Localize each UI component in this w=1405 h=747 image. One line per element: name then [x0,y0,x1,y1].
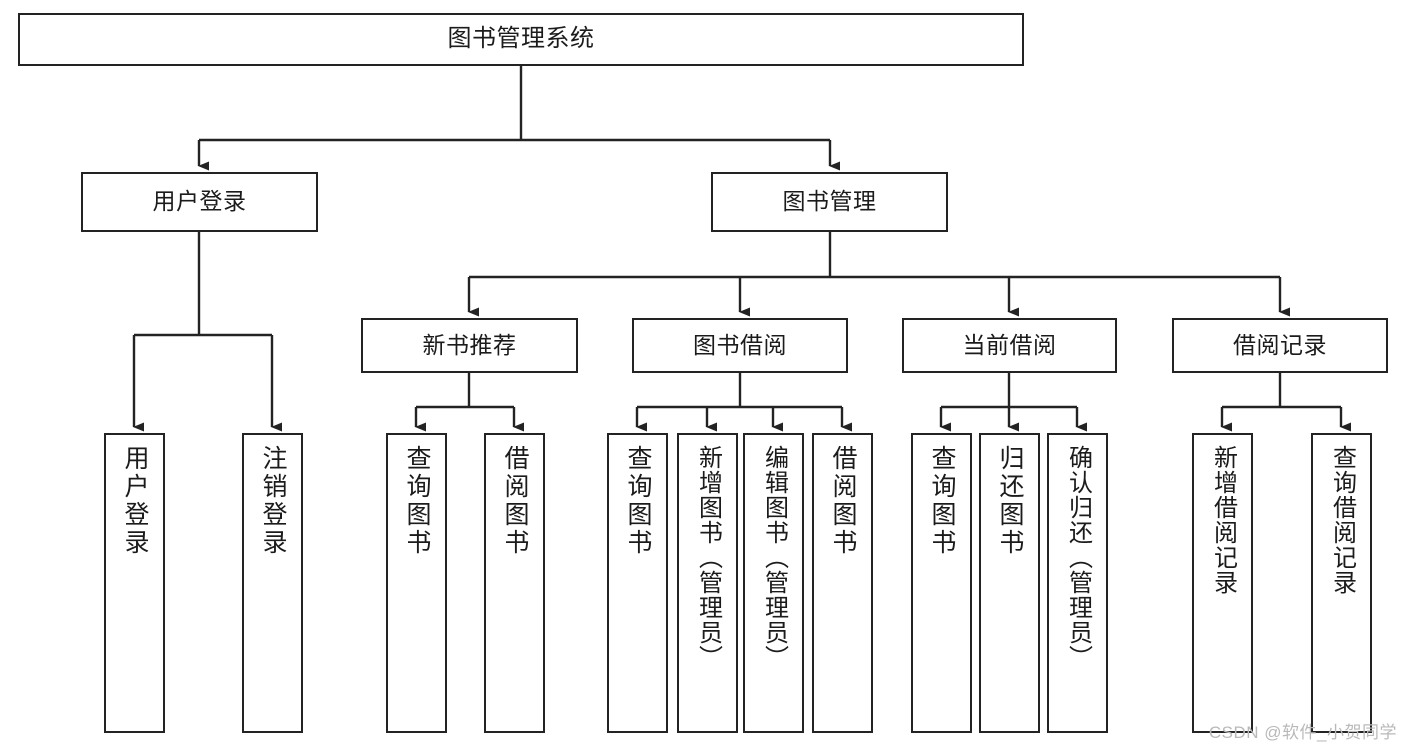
node-leaf-add-book-admin[interactable]: 新增图书（管理员） [677,433,738,733]
node-label: 借阅记录 [1233,331,1327,358]
node-label: 查询图书 [403,445,431,557]
node-borrowing-record[interactable]: 借阅记录 [1172,318,1388,373]
node-leaf-query-book-newbook[interactable]: 查询图书 [386,433,447,733]
node-label: 归还图书 [996,445,1024,557]
node-leaf-query-book-current[interactable]: 查询图书 [911,433,972,733]
node-label: 借阅图书 [829,445,857,557]
node-label: 借阅图书 [501,445,529,557]
node-book-management[interactable]: 图书管理 [711,172,948,232]
node-leaf-return-book[interactable]: 归还图书 [979,433,1040,733]
node-leaf-borrow-book[interactable]: 借阅图书 [812,433,873,733]
node-new-book-recommendation[interactable]: 新书推荐 [361,318,578,373]
node-user-login[interactable]: 用户登录 [81,172,318,232]
node-label: 用户登录 [152,188,247,215]
node-leaf-query-book-borrow[interactable]: 查询图书 [607,433,668,733]
node-label: 注销登录 [259,445,287,557]
node-label: 图书借阅 [693,331,787,358]
node-label: 查询借阅记录 [1328,445,1356,595]
node-current-borrowing[interactable]: 当前借阅 [902,318,1117,373]
node-label: 新增图书（管理员） [694,445,722,670]
node-leaf-user-login[interactable]: 用户登录 [104,433,165,733]
node-label: 确认归还（管理员） [1064,445,1092,670]
node-root-book-management-system[interactable]: 图书管理系统 [18,13,1024,66]
node-label: 查询图书 [928,445,956,557]
node-leaf-confirm-return-admin[interactable]: 确认归还（管理员） [1047,433,1108,733]
node-label: 图书管理系统 [447,25,595,53]
node-leaf-edit-book-admin[interactable]: 编辑图书（管理员） [743,433,804,733]
node-leaf-logout[interactable]: 注销登录 [242,433,303,733]
node-leaf-add-borrow-record[interactable]: 新增借阅记录 [1192,433,1253,733]
watermark-text: CSDN @软件_小贺同学 [1208,723,1397,742]
node-label: 新增借阅记录 [1209,445,1237,595]
node-leaf-borrow-book-newbook[interactable]: 借阅图书 [484,433,545,733]
node-label: 用户登录 [121,445,149,557]
node-label: 编辑图书（管理员） [760,445,788,670]
node-book-borrowing[interactable]: 图书借阅 [632,318,848,373]
node-label: 查询图书 [624,445,652,557]
node-label: 新书推荐 [422,331,517,358]
node-leaf-query-borrow-record[interactable]: 查询借阅记录 [1311,433,1372,733]
node-label: 图书管理 [782,188,877,215]
node-label: 当前借阅 [962,331,1057,358]
